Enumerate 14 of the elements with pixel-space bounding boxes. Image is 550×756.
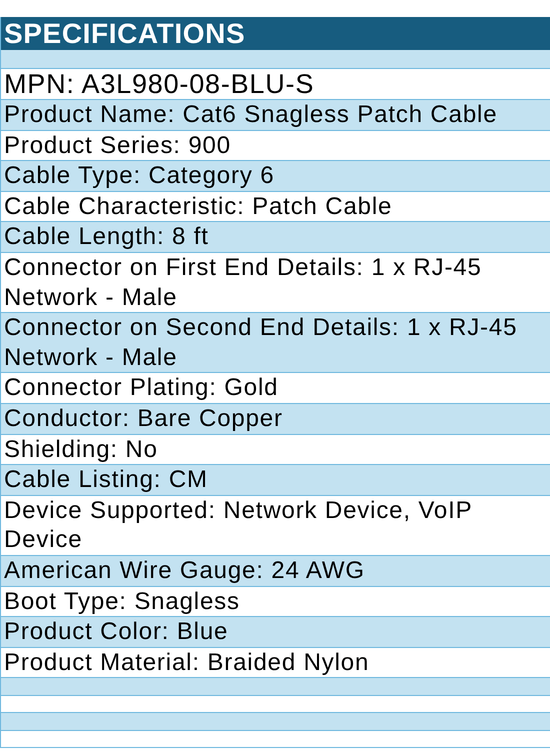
spec-row: Connector on Second End Details: 1 x RJ-45 Network - Male <box>1 313 550 374</box>
spec-row: Cable Type: Category 6 <box>1 161 550 192</box>
spec-row: Device Supported: Network Device, VoIP Device <box>1 496 550 556</box>
spec-row: Product Material: Braided Nylon <box>1 648 550 678</box>
spec-row: Cable Listing: CM <box>1 465 550 496</box>
spec-row: Cable Length: 8 ft <box>1 222 550 253</box>
spec-row: Boot Type: Snagless <box>1 586 550 618</box>
spec-row: Conductor: Bare Copper <box>1 404 550 435</box>
spec-row: Product Name: Cat6 Snagless Patch Cable <box>1 100 550 131</box>
spec-row: American Wire Gauge: 24 AWG <box>1 556 550 586</box>
spec-row: Product Color: Blue <box>1 617 550 648</box>
spec-row: Product Series: 900 <box>1 130 550 162</box>
spec-row: Shielding: No <box>1 434 550 466</box>
table-heading: SPECIFICATIONS <box>1 17 550 50</box>
